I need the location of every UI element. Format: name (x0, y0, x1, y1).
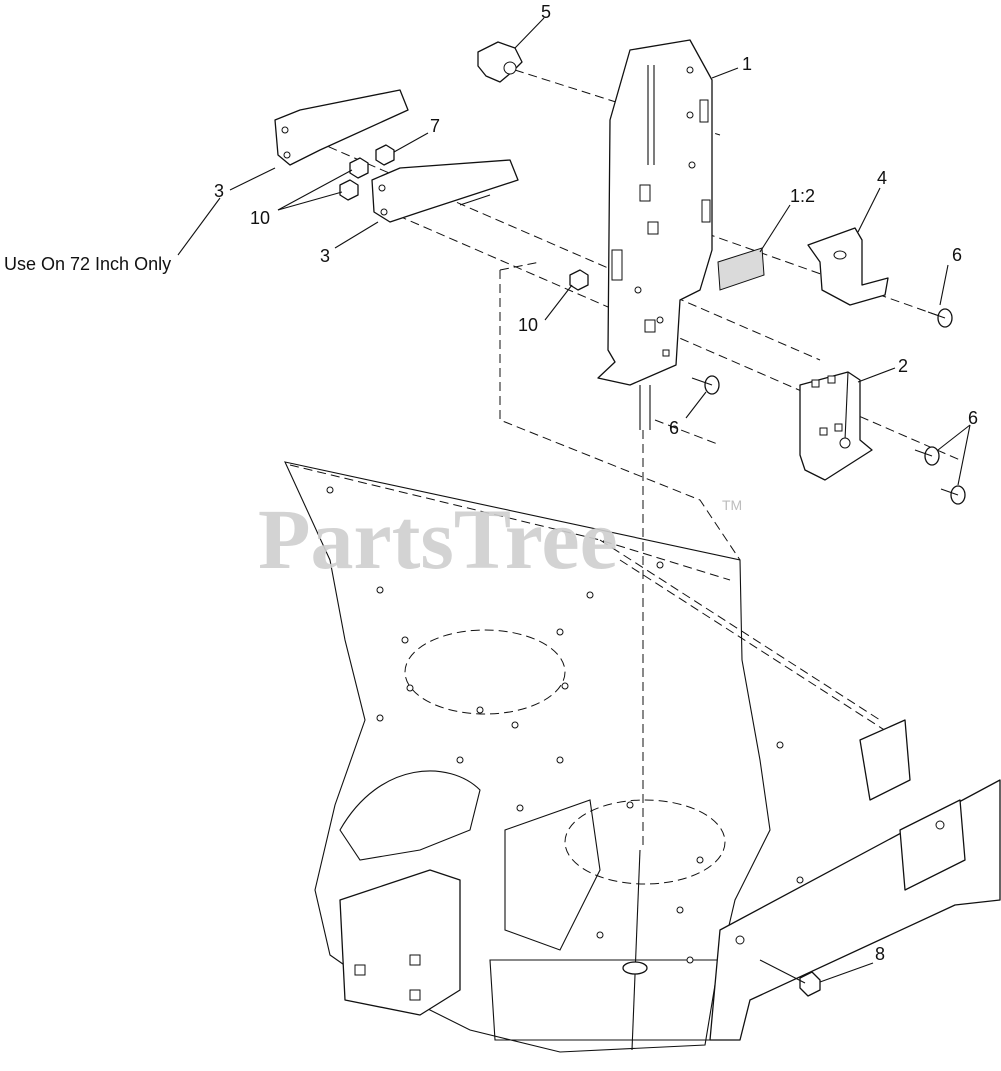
note-72-inch: Use On 72 Inch Only (4, 254, 171, 274)
mower-deck (284, 461, 1001, 1053)
part-8-bolt (759, 959, 821, 997)
callout-5: 5 (541, 2, 551, 22)
watermark-trademark: TM (722, 497, 742, 513)
leader-lines (177, 17, 971, 983)
deck-holes (326, 486, 804, 964)
callout-1: 1 (742, 54, 752, 74)
callout-8: 8 (875, 944, 885, 964)
part-1-plate (597, 39, 713, 430)
part-3-lower-bracket (371, 159, 519, 223)
callout-4: 4 (877, 168, 887, 188)
callout-3-lower: 3 (320, 246, 330, 266)
callout-6-center: 6 (669, 418, 679, 438)
part-2-bracket (799, 371, 873, 481)
callout-1-2: 1:2 (790, 186, 815, 206)
callout-10-upper: 10 (250, 208, 270, 228)
callout-6-right-bottom: 6 (968, 408, 978, 428)
watermark-text: PartsTree (258, 491, 618, 587)
callout-7: 7 (430, 116, 440, 136)
callout-3-upper: 3 (214, 181, 224, 201)
part-10-nuts (339, 157, 589, 291)
callout-10-lower: 10 (518, 315, 538, 335)
part-7-nut (375, 144, 395, 166)
part-3-upper-bracket (274, 89, 409, 166)
part-4-clip (807, 227, 889, 306)
part-5-knob (477, 41, 523, 83)
callout-6-right-top: 6 (952, 245, 962, 265)
callouts: 1 1:2 2 3 3 4 5 6 6 6 7 8 10 10 Use On 7… (4, 2, 978, 964)
part-6-pins (691, 308, 966, 505)
callout-2: 2 (898, 356, 908, 376)
part-1-2-decal (717, 247, 765, 291)
